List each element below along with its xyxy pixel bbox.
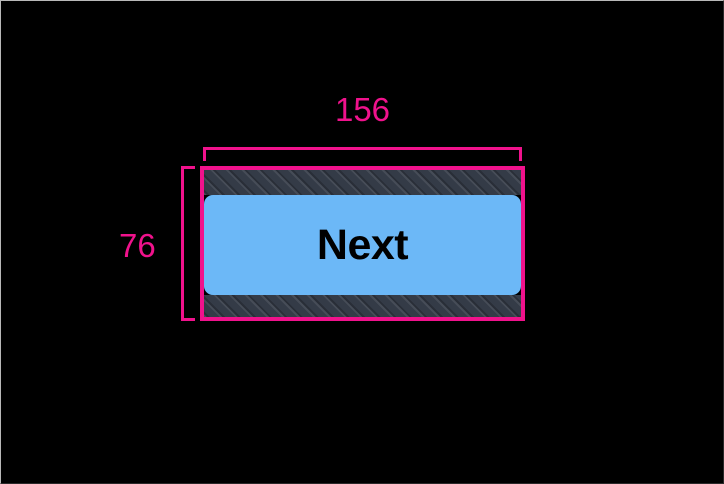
measured-element-outline: Next — [200, 166, 525, 321]
top-padding-hatch-band — [204, 170, 521, 195]
width-dimension-bracket — [203, 147, 522, 161]
next-button[interactable]: Next — [204, 195, 521, 295]
bottom-padding-hatch-band — [204, 295, 521, 317]
height-dimension-label: 76 — [119, 227, 156, 264]
width-dimension-label: 156 — [334, 91, 391, 128]
next-button-label: Next — [316, 220, 409, 269]
height-dimension-bracket — [181, 166, 195, 321]
